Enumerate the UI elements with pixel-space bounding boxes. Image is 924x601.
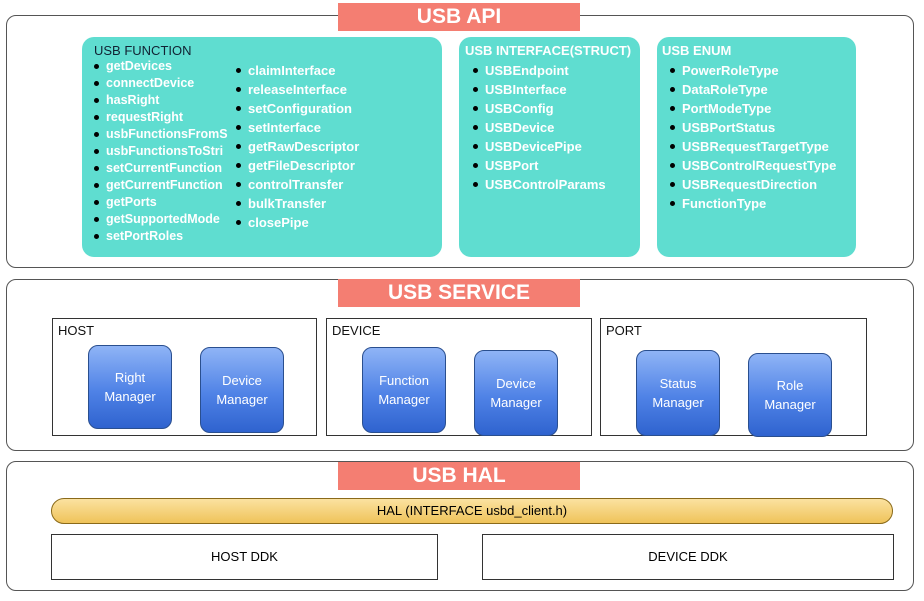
device-ddk-label: DEVICE DDK (648, 549, 728, 564)
usb-service-title: USB SERVICE (338, 279, 580, 307)
list-item: PowerRoleType (670, 61, 836, 80)
list-item: controlTransfer (236, 175, 359, 194)
list-item: hasRight (94, 92, 234, 109)
list-item: USBRequestDirection (670, 175, 836, 194)
list-item: USBRequestTargetType (670, 137, 836, 156)
usb-function-list-right: claimInterface releaseInterface setConfi… (236, 61, 359, 232)
host-group-title: HOST (58, 323, 95, 338)
list-item: FunctionType (670, 194, 836, 213)
usb-function-panel: USB FUNCTION getDevices connectDevice ha… (82, 37, 442, 257)
list-item: usbFunctionsToStri (94, 143, 234, 160)
list-item: closePipe (236, 213, 359, 232)
right-manager: Right Manager (88, 345, 172, 429)
usb-function-list-left: getDevices connectDevice hasRight reques… (94, 58, 234, 245)
list-item: USBControlParams (473, 175, 606, 194)
host-ddk-label: HOST DDK (211, 549, 278, 564)
usb-enum-list: PowerRoleType DataRoleType PortModeType … (670, 61, 836, 213)
list-item: USBConfig (473, 99, 606, 118)
list-item: usbFunctionsFromS (94, 126, 234, 143)
list-item: requestRight (94, 109, 234, 126)
list-item: bulkTransfer (236, 194, 359, 213)
port-group: PORT Status Manager Role Manager (600, 318, 867, 437)
usb-api-title: USB API (338, 3, 580, 31)
list-item: USBInterface (473, 80, 606, 99)
list-item: USBDevicePipe (473, 137, 606, 156)
host-group: HOST Right Manager Device Manager (52, 318, 317, 436)
host-ddk-box: HOST DDK (51, 534, 438, 580)
role-manager: Role Manager (748, 353, 832, 437)
function-manager: Function Manager (362, 347, 446, 433)
list-item: connectDevice (94, 75, 234, 92)
usb-interface-title: USB INTERFACE(STRUCT) (465, 43, 632, 58)
usb-hal-title: USB HAL (338, 462, 580, 490)
device-group: DEVICE Function Manager Device Manager (326, 318, 592, 436)
device-ddk-box: DEVICE DDK (482, 534, 894, 580)
list-item: setConfiguration (236, 99, 359, 118)
device-group-title: DEVICE (332, 323, 381, 338)
list-item: releaseInterface (236, 80, 359, 99)
usb-enum-title: USB ENUM (662, 43, 732, 58)
hal-interface-bar: HAL (INTERFACE usbd_client.h) (51, 498, 893, 524)
list-item: setInterface (236, 118, 359, 137)
list-item: setPortRoles (94, 228, 234, 245)
device-device-manager: Device Manager (474, 350, 558, 436)
host-device-manager: Device Manager (200, 347, 284, 433)
usb-enum-panel: USB ENUM PowerRoleType DataRoleType Port… (657, 37, 856, 257)
list-item: getDevices (94, 58, 234, 75)
list-item: getPorts (94, 194, 234, 211)
list-item: PortModeType (670, 99, 836, 118)
usb-interface-panel: USB INTERFACE(STRUCT) USBEndpoint USBInt… (459, 37, 640, 257)
usb-function-title: USB FUNCTION (94, 43, 192, 58)
list-item: getCurrentFunction (94, 177, 234, 194)
port-group-title: PORT (606, 323, 642, 338)
list-item: USBControlRequestType (670, 156, 836, 175)
list-item: USBPort (473, 156, 606, 175)
list-item: claimInterface (236, 61, 359, 80)
status-manager: Status Manager (636, 350, 720, 436)
list-item: USBPortStatus (670, 118, 836, 137)
list-item: getSupportedMode (94, 211, 234, 228)
list-item: DataRoleType (670, 80, 836, 99)
list-item: setCurrentFunction (94, 160, 234, 177)
usb-interface-list: USBEndpoint USBInterface USBConfig USBDe… (473, 61, 606, 194)
list-item: USBDevice (473, 118, 606, 137)
list-item: getRawDescriptor (236, 137, 359, 156)
list-item: getFileDescriptor (236, 156, 359, 175)
list-item: USBEndpoint (473, 61, 606, 80)
